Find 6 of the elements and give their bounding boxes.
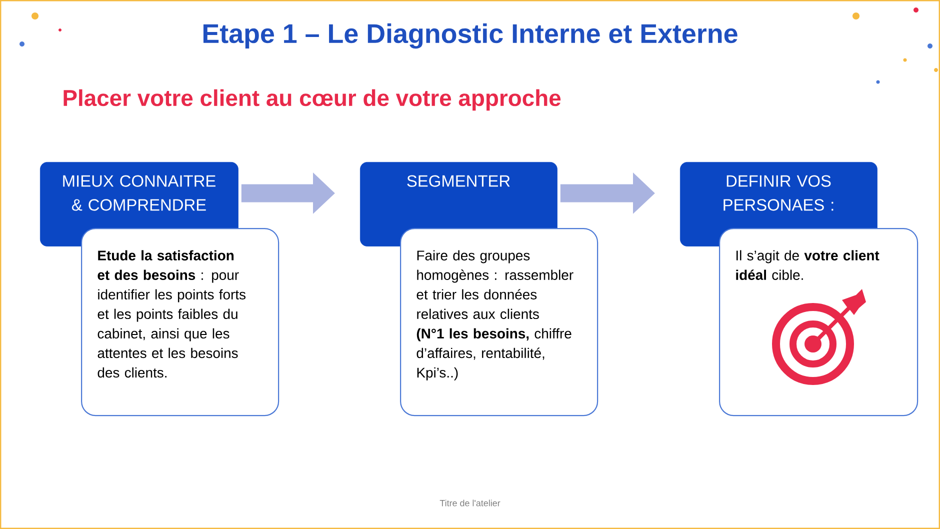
description-box: Etude la satisfaction et des besoins : pour identifier les points forts et les points faibles du cabinet, ainsi que les attentes et les besoins des clients. <box>81 228 280 416</box>
description-box: Faire des groupes homogènes : rassembler et trier les données relatives aux clients (N°1 les besoins, chiffre d’affaires, rentabilité, Kpi’s..) <box>400 228 598 416</box>
description-box: Il s’agit de votre client idéal cible. <box>719 228 918 416</box>
subtitle: Placer votre client au cœur de votre approche <box>64 89 561 111</box>
footer-text: Titre de l'atelier <box>440 500 500 506</box>
slide-title: Etape 1 – Le Diagnostic Interne et Externe <box>203 23 738 49</box>
